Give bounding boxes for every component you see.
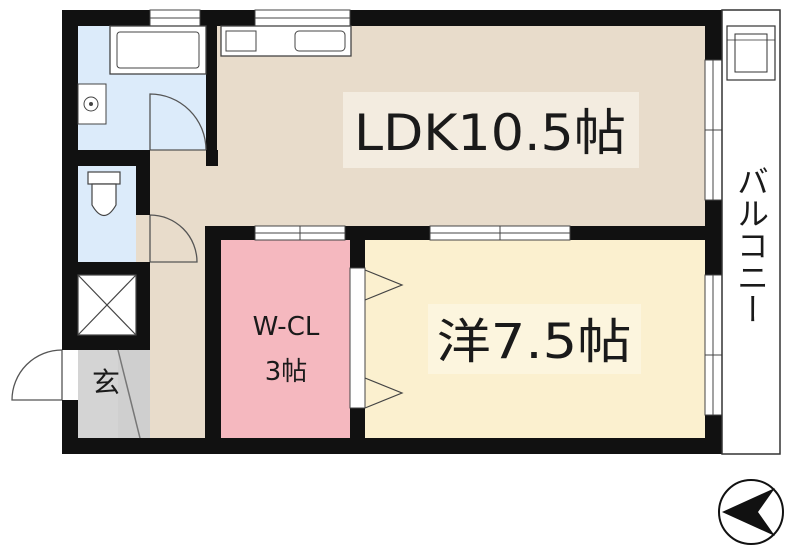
bath-door-swing bbox=[149, 93, 207, 151]
closet-label-line2: 3帖 bbox=[265, 357, 308, 387]
kitchen-counter-icon bbox=[220, 25, 352, 57]
bathtub-icon bbox=[109, 25, 207, 75]
toilet-icon bbox=[87, 171, 121, 217]
wall-toilet-bottom bbox=[78, 262, 150, 275]
ldk-floor-upper-left bbox=[150, 166, 220, 226]
ldk-label-backdrop bbox=[343, 92, 639, 168]
outdoor-unit-icon bbox=[726, 25, 776, 81]
bath-door-opening bbox=[150, 150, 206, 166]
closet-door-folding-top bbox=[364, 269, 404, 301]
storage-cross-icon bbox=[77, 274, 137, 336]
balcony-label: バルコニー bbox=[732, 165, 770, 325]
western-label-backdrop bbox=[428, 304, 641, 374]
balcony bbox=[721, 9, 781, 455]
toilet-door-opening bbox=[136, 215, 150, 262]
wall-bath-right bbox=[206, 26, 217, 166]
toilet-door-swing bbox=[149, 214, 198, 263]
ldk-label: LDK10.5帖 bbox=[354, 104, 626, 162]
closet-label-line1: W-CL bbox=[253, 312, 320, 342]
entrance-opening bbox=[62, 350, 78, 400]
entrance-door-swing bbox=[11, 349, 63, 401]
wall-storage-right bbox=[136, 275, 150, 350]
entrance-step bbox=[118, 350, 150, 438]
wall-storage-bottom bbox=[62, 335, 150, 350]
closet-door-folding-bottom bbox=[364, 377, 404, 409]
north-arrow-icon bbox=[718, 479, 784, 545]
closet-floor bbox=[221, 240, 350, 438]
washbasin-icon bbox=[77, 83, 107, 125]
wall-closet-left bbox=[205, 226, 221, 440]
western-room-label: 洋7.5帖 bbox=[437, 314, 632, 370]
entrance-label: 玄 bbox=[92, 366, 120, 399]
closet-opening bbox=[349, 267, 366, 409]
